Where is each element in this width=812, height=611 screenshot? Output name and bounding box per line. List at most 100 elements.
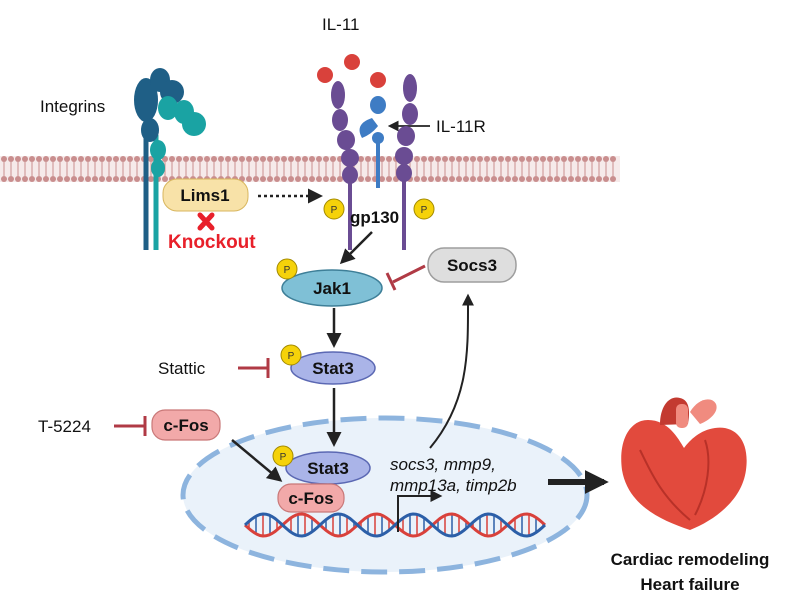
membrane-bead (582, 156, 588, 162)
phospho-label: P (288, 351, 295, 362)
membrane-bead (323, 176, 329, 182)
membrane-bead (253, 156, 259, 162)
membrane-bead (260, 156, 266, 162)
membrane-bead (358, 156, 364, 162)
membrane-bead (211, 156, 217, 162)
jak1-node (281, 269, 383, 307)
membrane-bead (106, 176, 112, 182)
membrane-bead (134, 176, 140, 182)
membrane-bead (582, 176, 588, 182)
phospho-label: P (331, 205, 338, 216)
membrane-bead (484, 156, 490, 162)
phospho-icon (276, 258, 298, 280)
cfos-nuclear-label: c-Fos (288, 489, 333, 508)
il11-ligand (317, 67, 333, 83)
membrane-bead (442, 156, 448, 162)
outcome-line1: Cardiac remodeling (611, 550, 770, 569)
membrane-bead (533, 156, 539, 162)
membrane-bead (71, 176, 77, 182)
membrane-bead (85, 176, 91, 182)
stattic-inhibits-stat3 (238, 358, 270, 378)
stat3-nuclear-label: Stat3 (307, 459, 349, 478)
membrane-bead (43, 156, 49, 162)
membrane-bead (463, 176, 469, 182)
il11r-label: IL-11R (436, 117, 486, 136)
membrane-bead (554, 176, 560, 182)
membrane-bead (36, 176, 42, 182)
membrane-bead (190, 156, 196, 162)
nucleus (180, 415, 590, 575)
membrane-bead (540, 176, 546, 182)
membrane-bead (547, 156, 553, 162)
membrane-bead (302, 176, 308, 182)
membrane-bead (337, 176, 343, 182)
membrane-bead (316, 156, 322, 162)
membrane-bead (435, 176, 441, 182)
membrane-bead (365, 176, 371, 182)
socs3-label: Socs3 (447, 256, 497, 275)
t5224-inhibits-cfos (114, 416, 147, 436)
membrane-bead (239, 156, 245, 162)
target-genes-line1: socs3, mmp9, (390, 455, 496, 474)
phospho-icon (413, 198, 435, 220)
membrane-bead (232, 156, 238, 162)
knockout-x-icon (197, 212, 215, 231)
membrane-bead (120, 176, 126, 182)
membrane-bead (29, 176, 35, 182)
membrane-bead (491, 176, 497, 182)
membrane-bead (379, 176, 385, 182)
phospho-label: P (421, 205, 428, 216)
transcription-start-arrow (397, 490, 443, 532)
membrane-bead (554, 156, 560, 162)
membrane-bead (8, 176, 14, 182)
membrane-bead (456, 176, 462, 182)
membrane-bead (43, 176, 49, 182)
dna-helix (243, 512, 547, 538)
membrane-bead (99, 176, 105, 182)
membrane-bead (505, 156, 511, 162)
membrane-bead (421, 176, 427, 182)
membrane-bead (295, 176, 301, 182)
membrane-bead (288, 156, 294, 162)
membrane-bead (575, 176, 581, 182)
membrane-bead (274, 176, 280, 182)
il11-label: IL-11 (322, 15, 360, 34)
membrane-bead (274, 156, 280, 162)
membrane-bead (148, 156, 154, 162)
membrane-bead (561, 156, 567, 162)
membrane-bead (568, 156, 574, 162)
stat3-label: Stat3 (312, 359, 354, 378)
membrane-bead (603, 156, 609, 162)
membrane-bead (57, 156, 63, 162)
membrane-bead (547, 176, 553, 182)
membrane-bead (78, 156, 84, 162)
membrane-bead (498, 176, 504, 182)
membrane-bead (512, 176, 518, 182)
membrane-bead (162, 156, 168, 162)
membrane-bead (50, 176, 56, 182)
membrane-bead (8, 156, 14, 162)
membrane-bead (253, 176, 259, 182)
il11-ligand (344, 54, 360, 70)
membrane-bead (85, 156, 91, 162)
membrane-bead (589, 176, 595, 182)
membrane-bead (358, 176, 364, 182)
membrane-bead (92, 156, 98, 162)
cell-membrane (0, 156, 620, 182)
membrane-bead (176, 156, 182, 162)
phospho-icon (280, 344, 302, 366)
membrane-bead (519, 156, 525, 162)
membrane-bead (267, 176, 273, 182)
socs3-box (427, 247, 517, 283)
integrins-label: Integrins (40, 97, 105, 116)
membrane-bead (575, 156, 581, 162)
membrane-bead (183, 156, 189, 162)
membrane-bead (477, 176, 483, 182)
membrane-bead (442, 176, 448, 182)
membrane-bead (288, 176, 294, 182)
membrane-bead (456, 156, 462, 162)
membrane-bead (519, 176, 525, 182)
membrane-bead (596, 176, 602, 182)
membrane-bead (610, 156, 616, 162)
membrane-bead (603, 176, 609, 182)
